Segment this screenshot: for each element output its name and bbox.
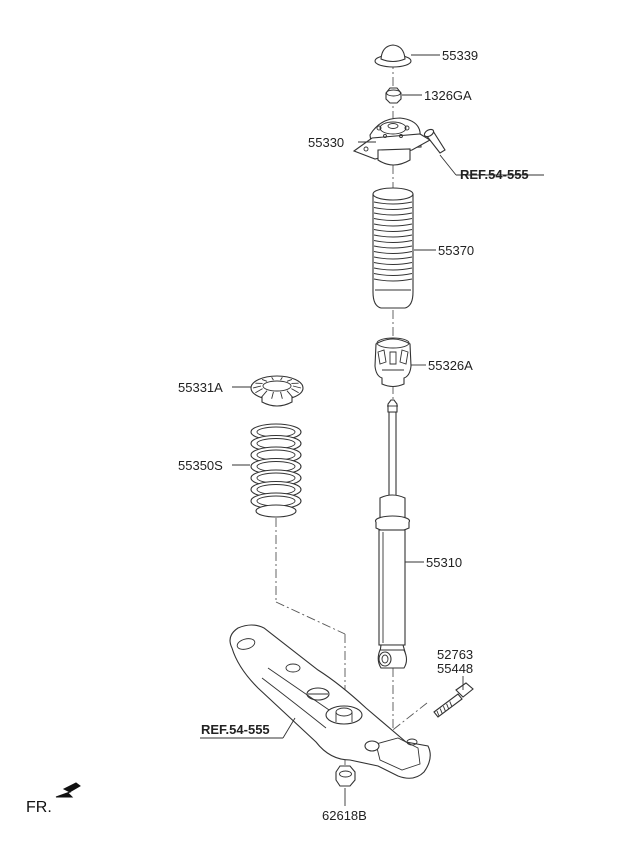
thread-line xyxy=(449,701,453,707)
label-55330: 55330 xyxy=(308,135,344,150)
label-55370: 55370 xyxy=(438,243,474,258)
boot-ribs xyxy=(373,201,413,282)
seat-tooth xyxy=(280,377,283,381)
seat-tooth xyxy=(271,377,274,381)
coil-end xyxy=(255,504,297,518)
front-direction-arrow-icon xyxy=(55,782,81,798)
part-55331a-spring-seat xyxy=(250,375,304,407)
boot-rib xyxy=(373,251,413,254)
seat-tooth xyxy=(261,378,268,382)
boot-rib xyxy=(373,229,413,232)
label-ref-bottom: REF.54-555 xyxy=(201,722,270,737)
seat-tooth xyxy=(255,388,263,394)
seat-tooth xyxy=(286,378,293,382)
part-52763-bolt xyxy=(433,682,474,718)
leader-lines xyxy=(200,54,544,806)
boot-rib xyxy=(373,207,413,210)
part-1326ga-nut xyxy=(385,87,402,104)
part-55326a-bumpstop xyxy=(374,337,412,388)
bolt-thread xyxy=(436,701,453,717)
part-mount-bolt xyxy=(423,128,446,154)
thread-line xyxy=(436,710,440,717)
seat-tooth xyxy=(280,391,283,399)
part-62618b-nut xyxy=(335,765,356,787)
label-1326ga: 1326GA xyxy=(424,88,472,103)
label-52763: 52763 xyxy=(437,647,473,662)
seat-tooth xyxy=(252,385,262,389)
lower-control-arm xyxy=(229,624,431,779)
seat-tooth xyxy=(261,390,268,397)
thread-line xyxy=(442,706,446,712)
seat-tooth xyxy=(286,390,293,397)
boot-rib xyxy=(373,278,413,282)
boot-rib xyxy=(373,256,413,260)
thread-line xyxy=(439,708,443,714)
label-55326a: 55326A xyxy=(428,358,473,373)
label-55310: 55310 xyxy=(426,555,462,570)
label-ref-top: REF.54-555 xyxy=(460,167,529,182)
boot-rib xyxy=(373,234,413,238)
boot-rib xyxy=(373,212,413,216)
coil-turns xyxy=(250,423,302,518)
part-55310-shock-absorber xyxy=(374,399,411,669)
seat-teeth xyxy=(252,377,302,399)
part-55370-boot xyxy=(372,187,414,309)
boot-rib xyxy=(373,201,413,205)
label-55448: 55448 xyxy=(437,661,473,676)
boot-rib xyxy=(373,273,413,276)
boot-rib xyxy=(373,267,413,271)
seat-tooth xyxy=(271,391,274,399)
boot-rib xyxy=(373,218,413,221)
label-62618b: 62618B xyxy=(322,808,367,823)
boot-rib xyxy=(373,240,413,243)
centerlines xyxy=(275,60,428,765)
boot-rib xyxy=(373,245,413,249)
label-55339: 55339 xyxy=(442,48,478,63)
thread-line xyxy=(446,703,450,709)
label-55331a: 55331A xyxy=(178,380,223,395)
boot-rib xyxy=(373,262,413,265)
seat-tooth xyxy=(292,385,302,389)
part-55339-cap xyxy=(374,44,412,68)
boot-rib xyxy=(373,223,413,227)
part-55330-mount xyxy=(352,117,432,166)
label-fr: FR. xyxy=(26,799,52,816)
part-labels: 55339 1326GA 55330 REF.54-555 55370 5532… xyxy=(26,48,529,823)
label-55350s: 55350S xyxy=(178,458,223,473)
part-55350s-coil-spring xyxy=(250,423,302,518)
seat-tooth xyxy=(291,388,299,394)
